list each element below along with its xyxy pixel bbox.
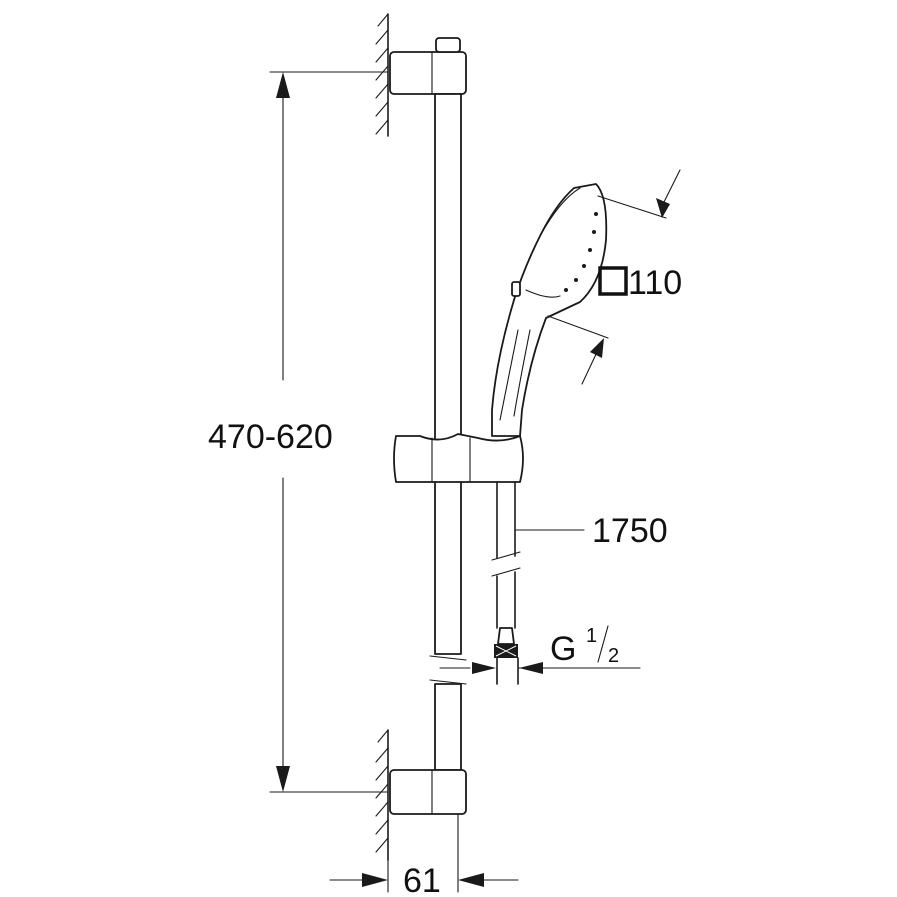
bottom-wall-bracket [389, 769, 467, 815]
thread-denominator: 2 [608, 645, 619, 667]
slider-holder [393, 433, 524, 483]
hand-shower [491, 183, 608, 437]
square-symbol-icon [598, 266, 628, 296]
handshower-size-dimension [547, 169, 681, 385]
thread-letter: G [550, 630, 576, 668]
rail-height-dimension [269, 71, 389, 793]
top-wall-bracket [389, 37, 467, 95]
rail-height-label: 470-620 [208, 418, 333, 456]
wall-offset-label: 61 [403, 862, 441, 897]
shower-rail [429, 93, 467, 771]
thread-numerator: 1 [586, 625, 597, 647]
shower-hose [491, 481, 521, 685]
handshower-size-label: 110 [628, 264, 682, 302]
thread-fraction-slash [597, 625, 609, 663]
wall-offset-dimension [329, 813, 519, 893]
top-wall-hatch [375, 13, 389, 137]
hose-length-label: 1750 [592, 512, 668, 550]
bottom-wall-hatch [375, 729, 389, 861]
thread-dimension [439, 662, 641, 685]
